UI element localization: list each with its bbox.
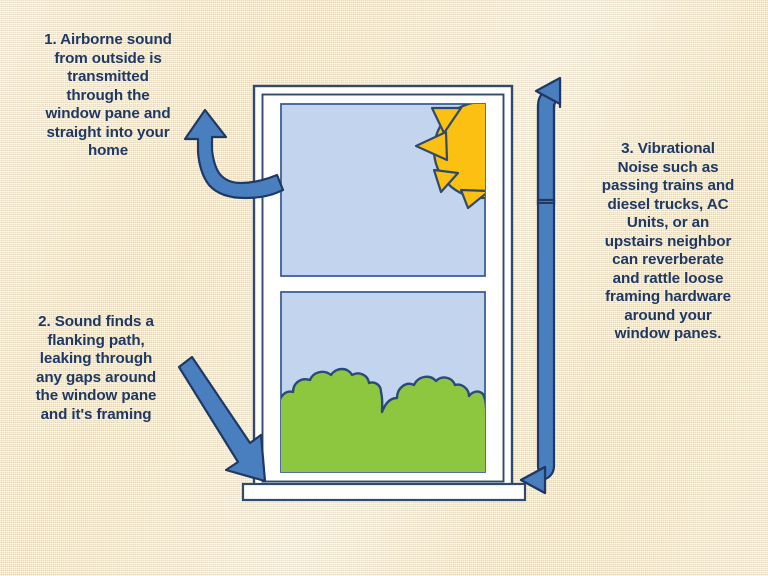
arrow-3-top-edges — [536, 104, 556, 205]
vibrational-noise-arrow-bottom — [519, 198, 556, 495]
callout-airborne-sound: 1. Airborne sound from outside is transm… — [44, 31, 172, 160]
airborne-sound-arrow — [183, 108, 285, 200]
upper-sash-pane — [280, 103, 486, 277]
sun — [414, 104, 485, 210]
sun-ray-left — [414, 130, 449, 162]
bushes — [281, 367, 485, 472]
bush-cluster — [281, 367, 485, 472]
arrow-3-top-head — [534, 76, 562, 106]
callout-flanking-path: 2. Sound finds a flanking path, leaking … — [35, 313, 157, 423]
lower-sash-pane — [280, 291, 486, 473]
sun-ray-lower — [459, 188, 485, 210]
sun-ray-upper — [430, 106, 463, 135]
sill-board — [241, 482, 527, 502]
flanking-path-arrow — [177, 355, 267, 483]
arrow-2-body — [177, 355, 267, 483]
arrow-3-bottom-head — [519, 465, 547, 495]
callout-vibrational-noise: 3. Vibrational Noise such as passing tra… — [601, 140, 735, 343]
vibrational-noise-arrow-top — [534, 76, 562, 207]
sun-ray-lower-left — [432, 168, 460, 194]
window-sill — [241, 482, 527, 502]
arrow-1-body — [183, 108, 285, 200]
arrow-3-bottom-shaft — [519, 198, 556, 495]
